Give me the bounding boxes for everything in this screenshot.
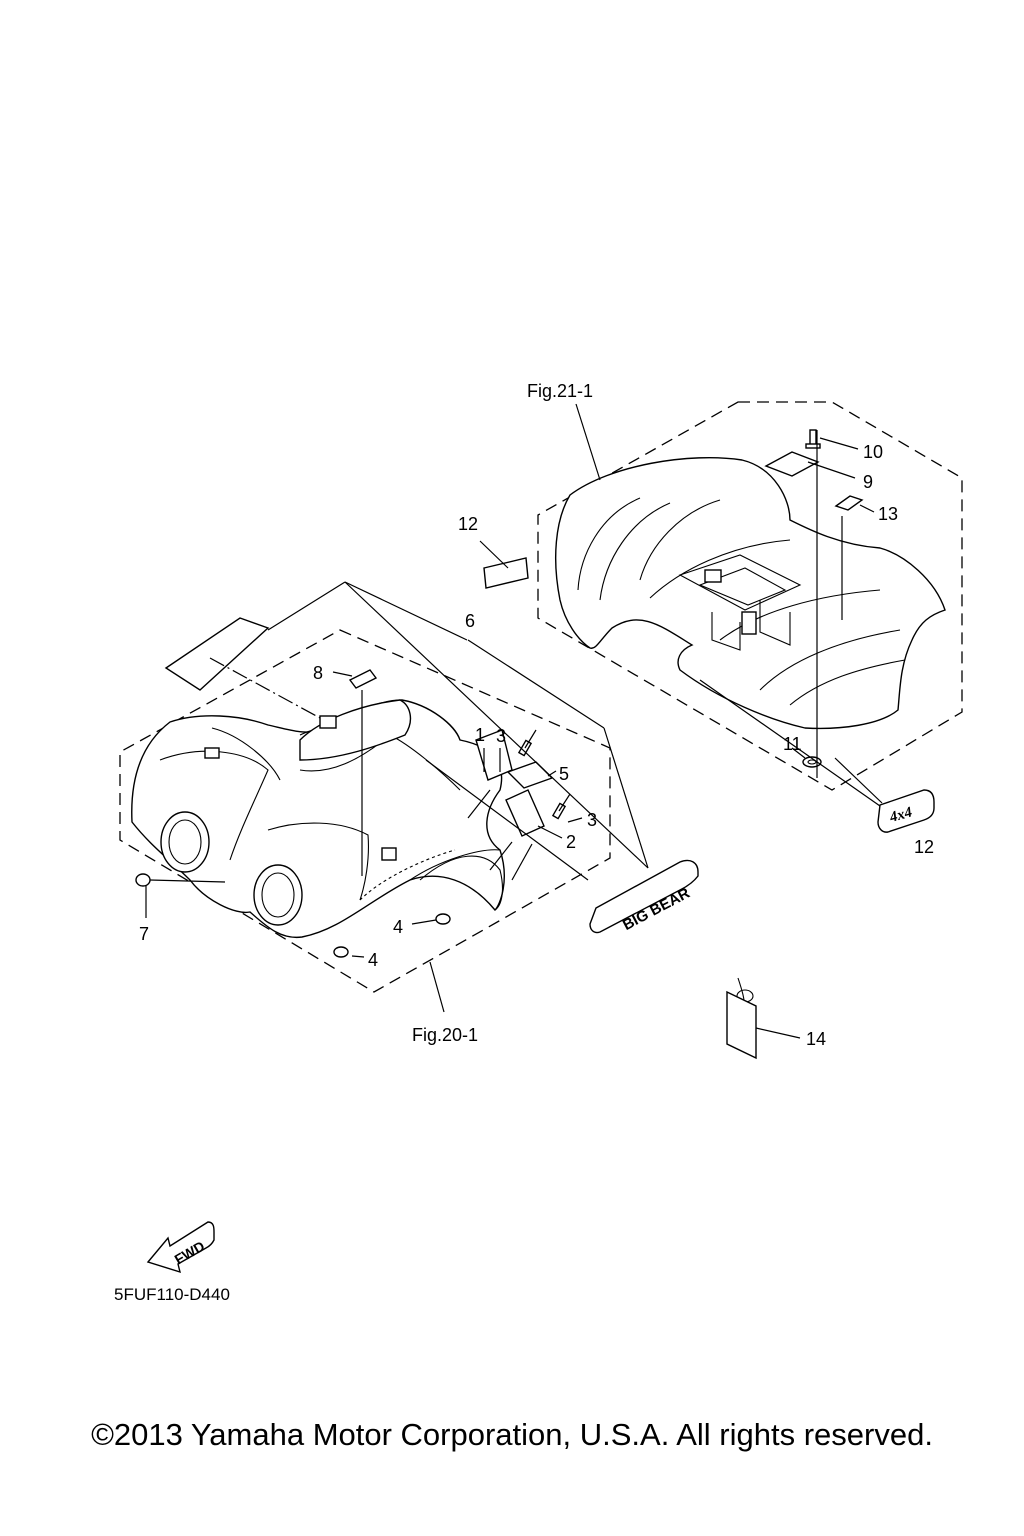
callout-9: 9 bbox=[863, 472, 873, 492]
part-7-reflector bbox=[135, 873, 151, 887]
part-8-label bbox=[348, 669, 378, 689]
fig-ref-front-fender[interactable]: Fig.20-1 bbox=[412, 1025, 478, 1045]
callout-11: 11 bbox=[783, 734, 802, 754]
callout-6: 6 bbox=[465, 611, 475, 631]
part-14-tag bbox=[726, 977, 801, 1060]
big-bear-decal: BIG BEAR bbox=[589, 859, 699, 934]
callout-5: 5 bbox=[559, 764, 569, 784]
part-2-plate bbox=[505, 789, 545, 837]
front-fender bbox=[131, 699, 505, 939]
part-5-plate bbox=[506, 761, 554, 789]
callout-1: 1 bbox=[475, 725, 485, 745]
part-3-rivet-lower bbox=[551, 793, 571, 820]
fwd-arrow-icon: FWD bbox=[146, 1221, 215, 1274]
front-fender-group: BIG BEAR bbox=[119, 581, 699, 1013]
four-by-four-text: 4x4 bbox=[887, 804, 914, 826]
callout-12-upper: 12 bbox=[458, 514, 478, 534]
copyright-notice: ©2013 Yamaha Motor Corporation, U.S.A. A… bbox=[91, 1417, 933, 1452]
fig-ref-rear-fender[interactable]: Fig.21-1 bbox=[527, 381, 593, 401]
part-6-decal bbox=[164, 617, 270, 691]
part-4-grommet-lower bbox=[333, 946, 349, 958]
part-3-rivet-upper bbox=[517, 729, 537, 757]
part-4-grommet-upper bbox=[435, 913, 451, 925]
callout-3-lower: 3 bbox=[587, 810, 597, 830]
callout-13: 13 bbox=[878, 504, 898, 524]
callout-4-upper: 4 bbox=[393, 917, 403, 937]
part-13-label bbox=[834, 495, 864, 511]
part-12-decal-upper bbox=[483, 557, 529, 589]
callout-10: 10 bbox=[863, 442, 883, 462]
callout-14: 14 bbox=[806, 1029, 826, 1049]
diagram-code: 5FUF110-D440 bbox=[114, 1285, 230, 1304]
rear-fender bbox=[554, 457, 946, 730]
part-10-rivet bbox=[805, 429, 821, 449]
callout-8: 8 bbox=[313, 663, 323, 683]
callout-4-lower: 4 bbox=[368, 950, 378, 970]
rear-fender-group: 4x4 bbox=[479, 401, 963, 833]
part-9-plate bbox=[764, 451, 820, 477]
callout-2: 2 bbox=[566, 832, 576, 852]
rear-fender-dashed-boundary bbox=[537, 401, 963, 791]
callout-3-upper: 3 bbox=[496, 726, 506, 746]
callout-12-lower: 12 bbox=[914, 837, 934, 857]
part-12-4x4-decal: 4x4 bbox=[877, 789, 935, 833]
callout-7: 7 bbox=[139, 924, 149, 944]
